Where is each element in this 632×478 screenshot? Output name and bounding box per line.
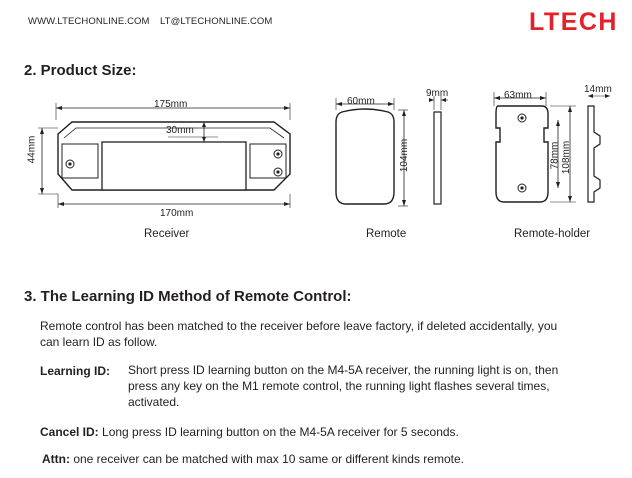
receiver-dim-170: 170mm [160,208,194,219]
remote-dim-60: 60mm [347,96,375,107]
holder-dim-78: 78mm [549,141,561,170]
remote-dim-9: 9mm [426,88,449,99]
remote-caption: Remote [366,228,407,240]
learning-id-heading: 3. The Learning ID Method of Remote Cont… [24,288,352,305]
email-address[interactable]: LT@LTECHONLINE.COM [160,16,273,27]
learning-id-text: Short press ID learning button on the M4… [128,362,618,410]
product-size-heading: 2. Product Size: [24,62,137,79]
cancel-id-row: Cancel ID: Long press ID learning button… [40,424,459,440]
holder-dim-63: 63mm [504,90,532,101]
holder-dim-108: 108mm [561,140,573,175]
receiver-dim-30: 30mm [166,125,194,136]
cancel-id-text: Long press ID learning button on the M4-… [98,425,459,439]
attn-label: Attn: [42,452,70,466]
receiver-dim-175: 175mm [154,99,188,110]
remote-dim-104: 104mm [399,138,411,173]
learning-line-2: press any key on the M1 remote control, … [128,379,550,393]
remote-drawing [335,96,448,207]
attn-row: Attn: one receiver can be matched with m… [42,451,464,467]
intro-line-2: can learn ID as follow. [40,335,158,349]
cancel-id-label: Cancel ID: [40,425,99,439]
attn-text: one receiver can be matched with max 10 … [69,452,464,466]
remote-holder-drawing [493,92,610,203]
holder-dim-14: 14mm [584,84,612,95]
receiver-dim-44: 44mm [26,135,38,164]
learning-id-label: Learning ID: [40,364,111,378]
intro-paragraph: Remote control has been matched to the r… [40,318,620,350]
website-url[interactable]: WWW.LTECHONLINE.COM [28,16,150,27]
receiver-drawing [38,103,291,208]
remote-holder-caption: Remote-holder [514,228,591,240]
brand-logo: LTECH [529,8,618,36]
learning-line-3: activated. [128,395,180,409]
intro-line-1: Remote control has been matched to the r… [40,319,558,333]
receiver-caption: Receiver [144,228,190,240]
learning-line-1: Short press ID learning button on the M4… [128,363,559,377]
